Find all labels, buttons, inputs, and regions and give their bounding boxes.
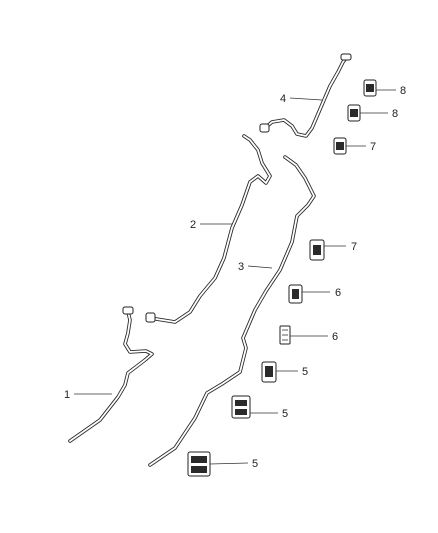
callout-5c: 5 (252, 458, 258, 470)
callout-6a: 6 (335, 287, 341, 299)
clip-5-lower (187, 451, 211, 477)
clip-8-upper (363, 79, 377, 97)
callout-5a: 5 (302, 366, 308, 378)
leader-4 (289, 97, 323, 101)
callout-3: 3 (238, 261, 244, 273)
callout-7b: 7 (351, 241, 357, 253)
callout-6b: 6 (332, 331, 338, 343)
clip-5-upper (261, 361, 277, 383)
callout-4: 4 (280, 93, 286, 105)
clip-7-lower (309, 239, 325, 261)
callout-1: 1 (64, 389, 70, 401)
callout-7a: 7 (370, 141, 376, 153)
tube-4-end-fitting (340, 53, 352, 61)
callout-8b: 8 (392, 108, 398, 120)
tube-4-fitting (259, 123, 270, 133)
clip-7-upper (333, 137, 347, 155)
tube-1 (68, 306, 154, 443)
tube-2 (145, 134, 272, 324)
callout-2: 2 (190, 219, 196, 231)
callout-8a: 8 (400, 85, 406, 97)
clip-6-lower (279, 325, 291, 345)
clip-8-lower (347, 104, 361, 122)
leader-3 (247, 265, 273, 269)
clip-5-middle (231, 395, 251, 419)
tube-4 (259, 53, 352, 138)
tube-3 (148, 155, 316, 467)
leader-5c (209, 462, 249, 465)
clip-6-upper (288, 284, 303, 304)
tube-1-fitting (122, 306, 134, 315)
tube-2-fitting (145, 312, 156, 323)
callout-5b: 5 (282, 408, 288, 420)
